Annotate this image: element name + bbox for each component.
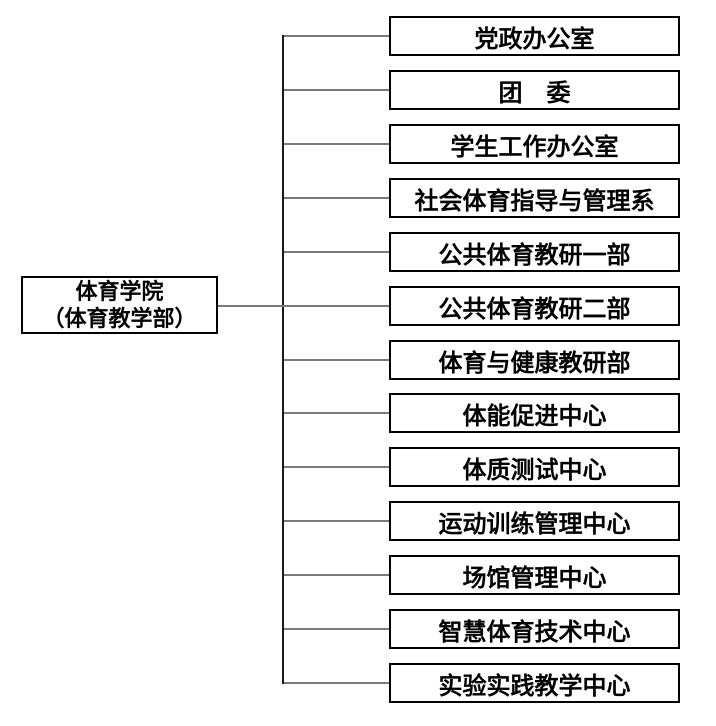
trunk-line	[282, 35, 284, 684]
branch-line-3	[284, 143, 389, 145]
dept-node-public-pe-section-1: 公共体育教研一部	[389, 232, 680, 272]
branch-line-12	[284, 628, 389, 630]
branch-line-9	[284, 466, 389, 468]
root-node-line1: 体育学院	[75, 279, 164, 304]
dept-node-party-admin-office: 党政办公室	[389, 16, 680, 56]
branch-line-7	[284, 359, 389, 361]
branch-line-13	[284, 682, 389, 684]
root-connector-line	[216, 305, 389, 307]
dept-node-public-pe-section-2: 公共体育教研二部	[389, 286, 680, 326]
dept-node-fitness-testing-ctr: 体质测试中心	[389, 447, 680, 487]
branch-line-2	[284, 89, 389, 91]
branch-line-11	[284, 574, 389, 576]
branch-line-10	[284, 520, 389, 522]
dept-node-venue-mgmt-ctr: 场馆管理中心	[389, 555, 680, 595]
branch-line-5	[284, 251, 389, 253]
dept-node-youth-league: 团 委	[389, 70, 680, 110]
dept-node-training-mgmt-ctr: 运动训练管理中心	[389, 501, 680, 541]
branch-line-4	[284, 197, 389, 199]
dept-node-social-sports-dept: 社会体育指导与管理系	[389, 178, 680, 218]
dept-node-experiment-teaching-ctr: 实验实践教学中心	[389, 663, 680, 703]
dept-node-student-affairs-office: 学生工作办公室	[389, 124, 680, 164]
dept-node-sports-health-section: 体育与健康教研部	[389, 340, 680, 380]
branch-line-1	[284, 35, 389, 37]
root-node: 体育学院 （体育教学部）	[21, 276, 218, 334]
dept-node-smart-sports-tech-ctr: 智慧体育技术中心	[389, 609, 680, 649]
branch-line-8	[284, 412, 389, 414]
dept-node-fitness-promotion-ctr: 体能促进中心	[389, 393, 680, 433]
root-node-line2: （体育教学部）	[42, 306, 197, 331]
